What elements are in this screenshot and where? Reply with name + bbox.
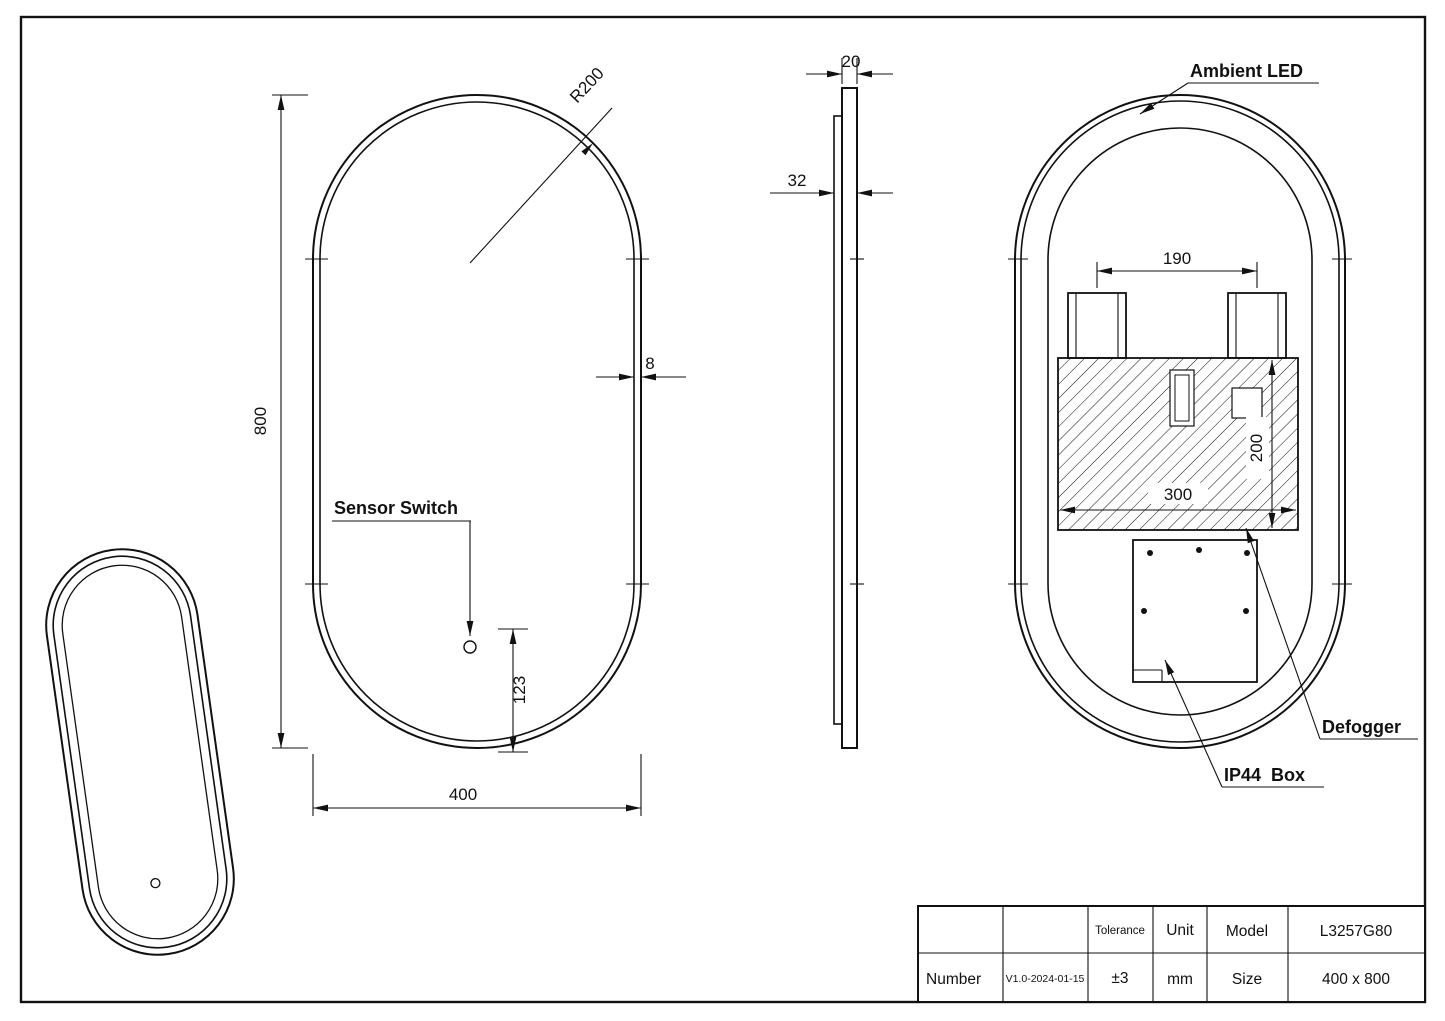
defogger-area: 300 200 [1057,357,1299,531]
screw-dot [1243,608,1249,614]
tangent-ticks-rear [1008,258,1352,585]
dim-400-text: 400 [449,785,477,804]
perspective-outline-mid [52,555,228,949]
ambient-led-label: Ambient LED [1190,61,1303,81]
side-profile [841,87,858,749]
rear-outline-outer [1014,94,1346,749]
defogger-cutout-slot [1169,369,1195,427]
model-value: L3257G80 [1320,923,1393,940]
screw-dot [1147,550,1153,556]
screw-dot [1196,547,1202,553]
defogger-width-dim: 300 [1060,483,1296,514]
screw-dot [1244,550,1250,556]
tolerance-label: Tolerance [1095,925,1145,937]
unit-label: Unit [1166,922,1194,939]
defogger-height-dim: 200 [1246,360,1276,528]
perspective-outline-outer [45,548,235,956]
led-ring [1047,127,1313,716]
tangent-ticks-side [850,258,864,585]
side-view: 20 32 [770,52,893,749]
depth-20-dim: 20 [806,52,893,84]
ip44-callout: IP44 Box [1164,659,1324,788]
mirror-outline-inner [319,101,635,742]
tangent-ticks-front [305,258,649,585]
tolerance-value: ±3 [1111,970,1128,987]
bracket-spacing-dim: 190 [1096,249,1258,288]
side-glass [833,115,843,725]
dim-32-text: 32 [788,171,807,190]
perspective-sensor-dot [150,877,161,889]
radius-arrow [581,143,593,156]
model-label: Model [1226,923,1268,940]
front-view: 800 400 R200 8 Sensor Switch [251,64,686,816]
sensor-switch-label: Sensor Switch [334,498,458,518]
dimension-800: 800 [251,94,308,749]
dim-20-text: 20 [842,52,861,71]
dim-123-text: 123 [510,676,529,704]
perspective-outline-inner [61,564,219,940]
screw-dot [1141,608,1147,614]
mirror-outline-outer [312,94,642,749]
depth-32-dim: 32 [770,171,893,197]
title-block: Tolerance Unit Model L3257G80 Number V1.… [917,905,1426,1003]
frame-thickness-dim: 8 [596,354,686,381]
radius-callout: R200 [469,64,613,264]
rear-view: 190 300 200 [1008,61,1418,788]
sensor-dot [463,640,477,654]
dim-8-text: 8 [645,354,654,373]
dim-r200-text: R200 [566,64,608,107]
sensor-switch-callout: Sensor Switch [332,498,477,654]
size-label: Size [1232,971,1262,988]
dimension-400: 400 [312,754,642,816]
mounting-bracket-right [1227,292,1287,359]
ip44-label: IP44 Box [1224,765,1305,785]
ambient-led-callout: Ambient LED [1139,61,1319,115]
mounting-bracket-left [1067,292,1127,359]
ip44-box [1132,539,1258,683]
number-label: Number [926,971,981,988]
size-value: 400 x 800 [1322,971,1390,988]
number-value: V1.0-2024-01-15 [1006,973,1085,985]
dim-200-text: 200 [1247,434,1266,462]
dim-190-text: 190 [1163,249,1191,268]
drawing-border [19,15,1427,1004]
rear-outline-mid [1020,100,1340,743]
defogger-label: Defogger [1322,717,1401,737]
unit-value: mm [1167,971,1193,988]
defogger-callout: Defogger [1245,527,1418,740]
dim-300-text: 300 [1164,485,1192,504]
sensor-offset-dim: 123 [498,628,529,753]
perspective-view [45,548,235,956]
dim-800-text: 800 [251,407,270,435]
defogger-cutout-slot-inner [1174,374,1190,422]
title-block-grid [918,906,1425,1002]
defogger-cutout-square [1231,387,1263,419]
